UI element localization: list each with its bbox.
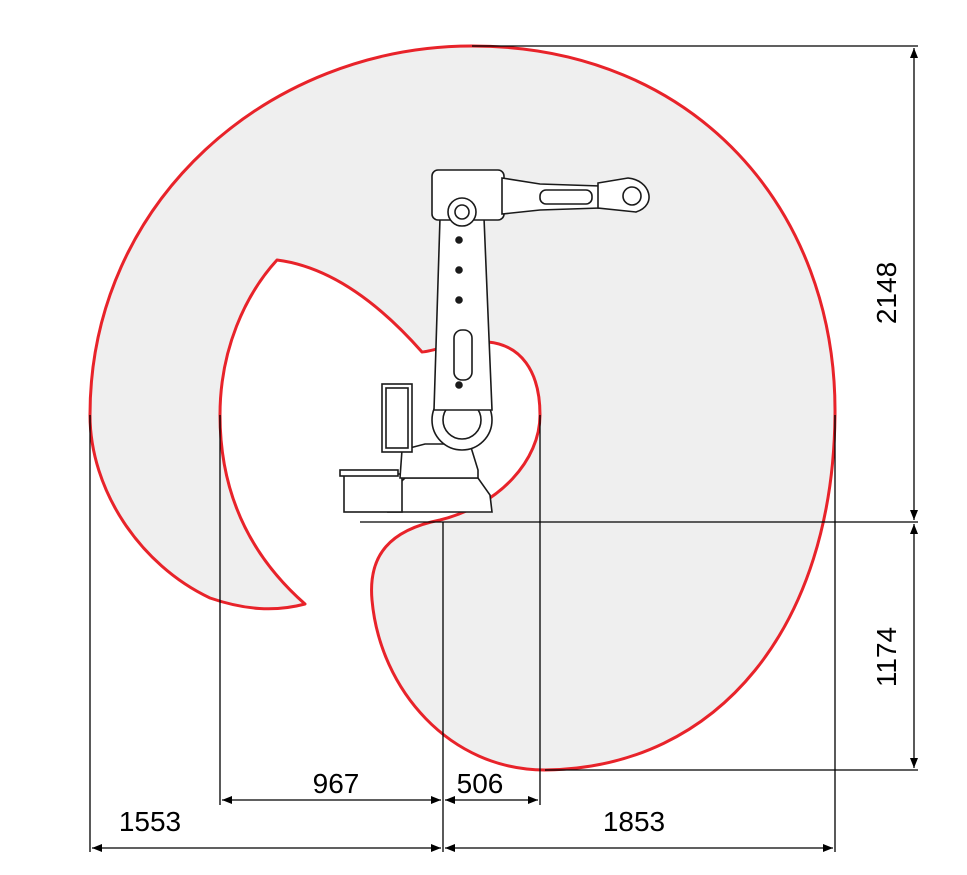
- dim-label-left-reach: 1553: [119, 806, 181, 837]
- robot-base-cable-box: [343, 473, 403, 513]
- dim-label-inner-right: 506: [457, 768, 504, 799]
- dim-label-right-reach: 1853: [603, 806, 665, 837]
- dim-label-height-below: 1174: [871, 627, 902, 687]
- dim-label-inner-left: 967: [313, 768, 360, 799]
- robot-side-housing: [381, 383, 413, 453]
- extension-lines: [89, 45, 918, 852]
- robot-illustration: [339, 169, 650, 513]
- robot-base-plate: [339, 469, 399, 477]
- robot-base: [387, 477, 493, 513]
- dimension-lines: [92, 48, 918, 852]
- robot-lower-arm: [433, 217, 493, 411]
- dim-label-height-above: 2148: [871, 262, 902, 324]
